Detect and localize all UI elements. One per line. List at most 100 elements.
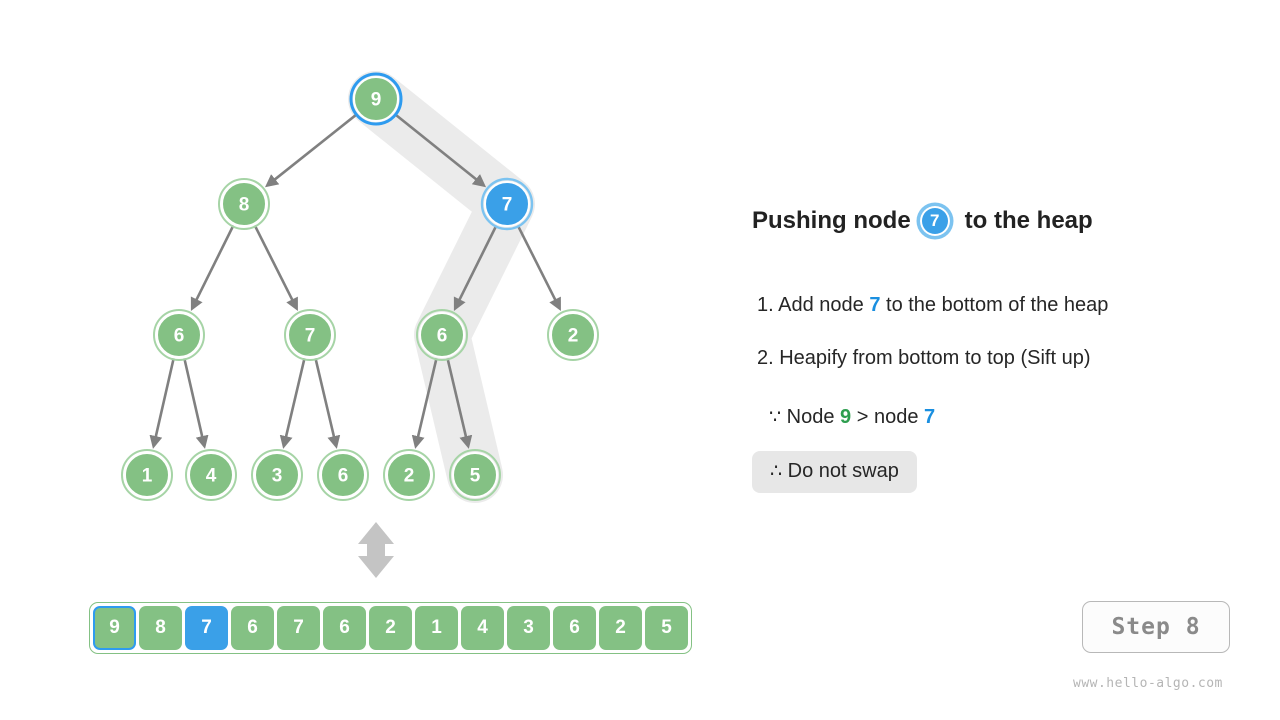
array-cell[interactable]: 2 [599,606,642,650]
array-cell[interactable]: 7 [277,606,320,650]
array-cell[interactable]: 5 [645,606,688,650]
binary-tree-diagram: 9 8 7 6 7 6 2 1 4 3 6 2 5 [121,71,599,578]
tree-edge [190,224,235,311]
tree-node[interactable]: 2 [383,449,435,501]
node-circle [353,76,399,122]
tree-node[interactable]: 3 [251,449,303,501]
node-value: 3 [272,466,283,487]
tree-node[interactable]: 4 [185,449,237,501]
array-cell[interactable]: 1 [415,606,458,650]
node-outer-ring [251,449,303,501]
node-outer-ring [218,178,270,230]
panel-heading: Pushing node 7 to the heap [752,206,1252,236]
node-circle [452,452,498,498]
tree-node[interactable]: 6 [153,309,205,361]
node-circle [156,312,202,358]
tree-node[interactable]: 8 [218,178,270,230]
heading-prefix: Pushing node [752,207,911,234]
node-circle [221,181,267,227]
because-symbol: ∵ [769,407,782,428]
sift-up-path-highlight [348,71,535,503]
tree-node[interactable]: 1 [121,449,173,501]
array-cell[interactable]: 6 [323,606,366,650]
reason-right-value: 7 [924,406,936,428]
tree-edge [253,224,298,312]
reason-prefix: Node [781,406,841,428]
tree-edge [453,224,498,311]
node-value: 7 [305,326,316,347]
node-circle [188,452,234,498]
array-cell[interactable]: 9 [93,606,136,650]
node-circle [484,181,530,227]
node-outer-ring [317,449,369,501]
node-outer-ring [349,72,403,126]
node-outer-ring [153,309,205,361]
node-outer-ring [185,449,237,501]
tree-node[interactable]: 6 [416,309,468,361]
node-value: 6 [437,326,448,347]
tree-node[interactable]: 9 [349,72,403,126]
node-value: 7 [502,195,513,216]
highlight-path [348,71,535,503]
array-cell[interactable]: 4 [461,606,504,650]
tree-node[interactable]: 2 [547,309,599,361]
tree-edge [183,358,209,449]
array-cell[interactable]: 6 [553,606,596,650]
node-outer-ring [449,449,501,501]
reason-left-value: 9 [840,406,852,428]
array-cell[interactable]: 6 [231,606,274,650]
tree-edges [149,112,561,449]
node-value: 5 [470,466,481,487]
node-value: 1 [142,466,153,487]
conclusion-badge: ∴ Do not swap [752,451,917,493]
heading-suffix: to the heap [964,207,1093,234]
node-value: 4 [206,466,217,487]
array-cell[interactable]: 2 [369,606,412,650]
step-2-text: 2. Heapify from bottom to top (Sift up) [757,347,1091,369]
step-1-text: 1. Add node 7 to the bottom of the heap [757,294,1108,317]
step-1-suffix: to the bottom of the heap [880,294,1109,316]
tree-nodes: 9 8 7 6 7 6 2 1 4 3 6 2 5 [121,72,599,501]
tree-array-correspondence-arrow [358,522,394,578]
watermark: www.hello-algo.com [1073,676,1223,691]
node-circle [550,312,596,358]
node-outer-ring [383,449,435,501]
node-value: 6 [174,326,185,347]
node-outer-ring [480,177,534,231]
node-circle [254,452,300,498]
tree-edge [279,358,306,449]
step-1-value: 7 [869,294,881,316]
node-circle [320,452,366,498]
node-value: 9 [371,90,382,111]
node-circle [287,312,333,358]
node-outer-ring [547,309,599,361]
tree-node[interactable]: 6 [317,449,369,501]
step-indicator: Step 8 [1082,601,1230,653]
node-value: 2 [404,466,415,487]
node-circle [124,452,170,498]
tree-node[interactable]: 7 [480,177,534,231]
node-value: 8 [239,195,250,216]
tree-edge [393,112,487,188]
reason-right-label: node [873,406,925,428]
node-circle [419,312,465,358]
reason-operator: > [851,406,874,428]
tree-edge [149,358,175,449]
tree-edge [411,358,438,449]
node-value: 6 [338,466,349,487]
node-outer-ring [121,449,173,501]
node-value: 2 [568,326,579,347]
tree-edge [446,358,473,449]
node-outer-ring [416,309,468,361]
array-cell[interactable]: 7 [185,606,228,650]
tree-node[interactable]: 5 [449,449,501,501]
heading-node-badge: 7 [919,206,950,236]
therefore-symbol: ∴ [770,461,783,482]
array-cell[interactable]: 8 [139,606,182,650]
reason-text: ∵ Node 9 > node 7 [769,406,935,429]
tree-node[interactable]: 7 [284,309,336,361]
array-cell[interactable]: 3 [507,606,550,650]
tree-edge [314,358,341,449]
